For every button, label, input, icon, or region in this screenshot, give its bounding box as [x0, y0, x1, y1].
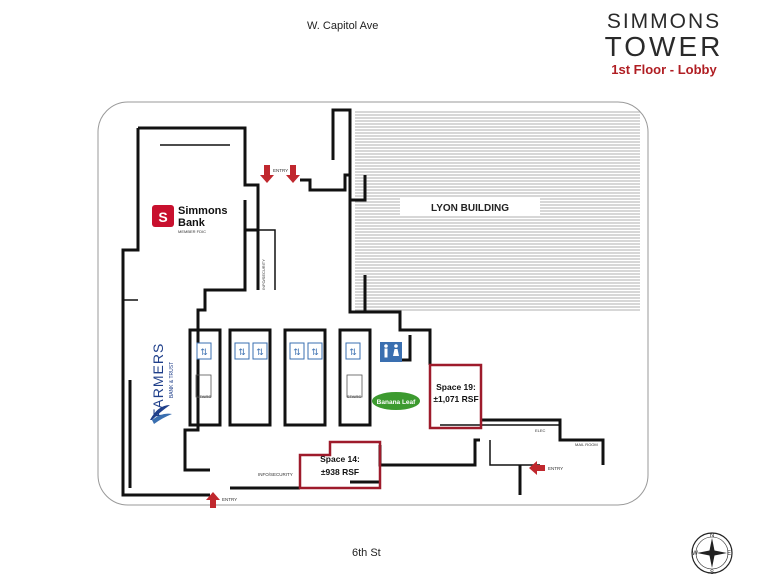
entry-south: ENTRY: [206, 492, 237, 508]
stairs-label-west: STAIRS: [197, 394, 211, 399]
compass-s: S: [710, 570, 714, 576]
space-14-outline[interactable]: [298, 440, 382, 490]
lyon-label-bg: [400, 198, 540, 216]
south-street-label: 6th St: [352, 547, 381, 559]
compass-w: W: [692, 551, 698, 557]
svg-text:⇅: ⇅: [200, 347, 208, 357]
floor-title: 1st Floor - Lobby: [611, 62, 717, 77]
elec-label: ELEC: [535, 428, 546, 433]
svg-text:⇅: ⇅: [293, 347, 301, 357]
mail-room-label: MAIL ROOM: [575, 442, 598, 447]
farmers-bank-logo: FARMERS BANK & TRUST: [150, 343, 175, 418]
banana-leaf-logo: Banana Leaf: [372, 392, 420, 410]
north-street-label: W. Capitol Ave: [307, 20, 379, 32]
compass-icon: N E S W: [691, 532, 733, 576]
compass-n: N: [710, 533, 714, 539]
elevator-banks: ⇅ ⇅ ⇅ ⇅ ⇅ ⇅ STAIRS STAIRS: [188, 328, 372, 427]
simmons-bank-logo: S Simmons Bank MEMBER FDIC: [152, 205, 228, 234]
stairs-label-east: STAIRS: [347, 394, 361, 399]
entry-east-label: ENTRY: [548, 466, 563, 471]
svg-text:S: S: [158, 209, 167, 225]
space-19-area: ±1,071 RSF: [433, 394, 478, 404]
space-14-name: Space 14:: [320, 454, 360, 464]
site-boundary: [97, 101, 649, 506]
info-security-north: INFO/SECURITY: [261, 259, 266, 290]
entry-south-label: ENTRY: [222, 497, 237, 502]
lyon-building-label: LYON BUILDING: [431, 203, 509, 214]
building-brand: SIMMONS TOWER 1st Floor - Lobby: [589, 10, 739, 77]
svg-text:⇅: ⇅: [256, 347, 264, 357]
brand-line-1: SIMMONS: [606, 10, 722, 33]
farmers-leaf-icon: [150, 405, 172, 424]
svg-text:⇅: ⇅: [311, 347, 319, 357]
space-19-outline[interactable]: [428, 363, 483, 430]
simmons-sub: MEMBER FDIC: [178, 229, 206, 234]
farmers-sub: BANK & TRUST: [169, 362, 175, 398]
svg-text:⇅: ⇅: [238, 347, 246, 357]
entry-north-label: ENTRY: [273, 168, 288, 173]
banana-leaf-name: Banana Leaf: [377, 399, 416, 406]
brand-line-2: TOWER: [604, 31, 724, 62]
compass-e: E: [727, 551, 731, 557]
entry-east: ENTRY: [529, 461, 563, 475]
entry-north: ENTRY: [260, 165, 300, 183]
farmers-name: FARMERS: [150, 343, 166, 418]
simmons-name-1: Simmons: [178, 205, 228, 217]
svg-text:⇅: ⇅: [349, 347, 357, 357]
simmons-name-2: Bank: [178, 217, 206, 229]
info-security-south: INFO/SECURITY: [258, 472, 293, 477]
space-19-name: Space 19:: [436, 382, 476, 392]
space-14-area: ±938 RSF: [321, 467, 359, 477]
restroom-icon: [380, 342, 402, 362]
